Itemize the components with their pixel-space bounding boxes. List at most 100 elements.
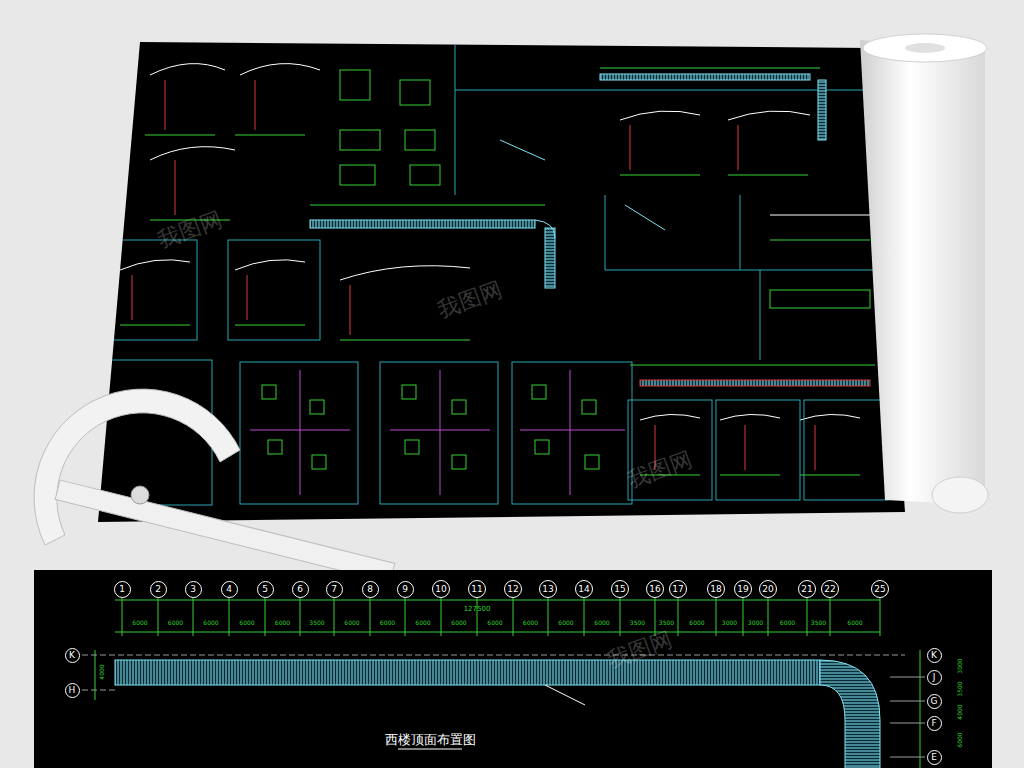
grid-number: 15: [614, 585, 625, 594]
grid-number: E: [931, 753, 937, 762]
paper-roll: [860, 34, 988, 513]
dimension-text: 3500: [957, 681, 963, 696]
dimension-text: 6000: [203, 620, 218, 626]
grid-tick: [334, 598, 335, 637]
grid-tick: [158, 598, 159, 637]
dimension-text: 3500: [630, 620, 645, 626]
grid-tick: [807, 598, 808, 636]
grid-number: 6: [297, 585, 303, 594]
grid-tick: [405, 598, 406, 637]
grid-tick: [370, 598, 371, 637]
grid-number: 14: [578, 585, 589, 594]
grid-number: 18: [710, 585, 721, 594]
grid-tick: [548, 598, 549, 636]
grid-bubble: 4: [221, 581, 238, 598]
grid-number: 9: [402, 585, 408, 594]
grid-bubble: F: [927, 716, 942, 731]
grid-number: 17: [672, 585, 683, 594]
grid-bubble: 21: [798, 580, 816, 598]
grid-bubble: 9: [397, 581, 414, 598]
grid-bubble: 14: [575, 580, 593, 598]
dimension-text: 3500: [659, 620, 674, 626]
drawing-title: 西楼顶面布置图: [385, 733, 476, 746]
grid-tick: [768, 598, 769, 636]
grid-number: 1: [119, 585, 125, 594]
dimension-text: 6000: [558, 620, 573, 626]
grid-bubble: K: [65, 648, 80, 663]
dimension-text: 6000: [594, 620, 609, 626]
grid-tick: [265, 598, 266, 637]
grid-bubble: 20: [759, 580, 777, 598]
dimension-text: 6000: [239, 620, 254, 626]
grid-number: J: [933, 673, 936, 682]
dimension-text: 4000: [99, 664, 105, 679]
grid-bubble: 18: [707, 580, 725, 598]
grid-bubble: 13: [539, 580, 557, 598]
grid-bubble: 11: [468, 580, 486, 598]
grid-tick: [678, 598, 679, 636]
dimension-text: 6000: [847, 620, 862, 626]
grid-bubble: 22: [821, 580, 839, 598]
dimension-text: 3000: [748, 620, 763, 626]
protractor: [34, 389, 395, 583]
grid-bubble: 12: [504, 580, 522, 598]
grid-bubble: 8: [362, 581, 379, 598]
dimension-text: 6000: [957, 732, 963, 747]
dimension-text: 3500: [309, 620, 324, 626]
dimension-text: 6000: [487, 620, 502, 626]
grid-number: 25: [874, 585, 885, 594]
grid-tick: [441, 598, 442, 636]
dimension-text: 6000: [380, 620, 395, 626]
dimension-text: 4000: [957, 704, 963, 719]
plan-strip: [34, 570, 992, 768]
grid-tick: [620, 598, 621, 636]
dimension-text: 3000: [722, 620, 737, 626]
grid-tick: [880, 598, 881, 636]
grid-number: 22: [824, 585, 835, 594]
grid-bubble: J: [927, 670, 942, 685]
grid-bubble: 19: [734, 580, 752, 598]
dimension-text: 3000: [957, 658, 963, 673]
grid-number: K: [69, 651, 75, 660]
grid-bubble: H: [65, 683, 80, 698]
grid-bubble: 7: [326, 581, 343, 598]
grid-bubble: 10: [432, 580, 450, 598]
grid-number: 13: [542, 585, 553, 594]
grid-tick: [513, 598, 514, 636]
grid-number: 4: [226, 585, 232, 594]
grid-number: 20: [762, 585, 773, 594]
grid-tick: [743, 598, 744, 636]
grid-bubble: G: [927, 694, 942, 709]
dimension-text: 6000: [523, 620, 538, 626]
dimension-text: 6000: [689, 620, 704, 626]
grid-number: 7: [331, 585, 337, 594]
grid-tick: [716, 598, 717, 636]
grid-bubble: 5: [257, 581, 274, 598]
dimension-text: 6000: [780, 620, 795, 626]
dimension-text: 6000: [451, 620, 466, 626]
grid-tick: [830, 598, 831, 636]
grid-number: 8: [367, 585, 373, 594]
grid-number: 5: [262, 585, 268, 594]
grid-bubble: 15: [611, 580, 629, 598]
dimension-text: 6000: [168, 620, 183, 626]
grid-number: 21: [801, 585, 812, 594]
grid-tick: [477, 598, 478, 636]
grid-number: F: [931, 719, 936, 728]
grid-tick: [584, 598, 585, 636]
grid-bubble: E: [927, 750, 942, 765]
grid-number: 19: [737, 585, 748, 594]
grid-bubble: 17: [669, 580, 687, 598]
dimension-text: 6000: [415, 620, 430, 626]
grid-tick: [193, 598, 194, 637]
dimension-text: 6000: [132, 620, 147, 626]
grid-number: 11: [471, 585, 482, 594]
grid-bubble: K: [927, 648, 942, 663]
grid-tick: [122, 598, 123, 637]
grid-number: H: [69, 686, 76, 695]
dimension-text: 6000: [344, 620, 359, 626]
dimension-text: 127500: [464, 606, 491, 613]
grid-tick: [229, 598, 230, 637]
